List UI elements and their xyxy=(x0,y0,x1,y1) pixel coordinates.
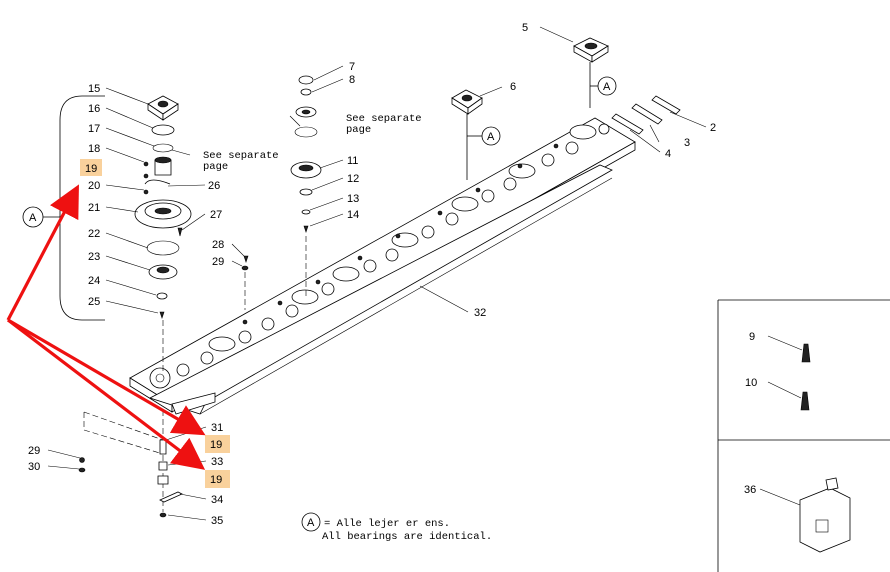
callout-36: 36 xyxy=(744,484,756,496)
callout-19-bottom: 19 xyxy=(210,474,222,486)
see-separate-note-1-line2: page xyxy=(346,124,371,136)
cutter-bar-assembly xyxy=(129,117,636,415)
legend-note: A = Alle lejer er ens. All bearings are … xyxy=(301,512,492,543)
callout-19-mid: 19 xyxy=(210,439,222,451)
callout-6: 6 xyxy=(510,81,516,93)
side-boxes xyxy=(717,299,890,572)
callout-4: 4 xyxy=(665,148,671,160)
callout-33: 33 xyxy=(211,456,223,468)
legend-line-2: All bearings are identical. xyxy=(322,531,492,543)
callout-19-top: 19 xyxy=(85,163,97,175)
callout-13: 13 xyxy=(347,193,359,205)
parts-2-to-6 xyxy=(451,37,681,180)
callout-16: 16 xyxy=(88,103,100,115)
callout-5: 5 xyxy=(522,22,528,34)
leader-lines xyxy=(43,26,803,521)
legend-marker: A xyxy=(307,517,315,529)
callout-25: 25 xyxy=(88,296,100,308)
bearing-housing-5 xyxy=(573,37,609,63)
callout-27: 27 xyxy=(210,209,222,221)
callout-22: 22 xyxy=(88,228,100,240)
callout-2: 2 xyxy=(710,122,716,134)
callout-12: 12 xyxy=(347,173,359,185)
callout-14: 14 xyxy=(347,209,359,221)
callout-3: 3 xyxy=(684,137,690,149)
callout-21: 21 xyxy=(88,202,100,214)
callout-35: 35 xyxy=(211,515,223,527)
callout-8: 8 xyxy=(349,74,355,86)
callout-15: 15 xyxy=(88,83,100,95)
callout-32: 32 xyxy=(474,307,486,319)
bearing-housing-6 xyxy=(451,89,483,115)
marker-a-2: A xyxy=(487,131,495,143)
callout-29-low: 29 xyxy=(28,445,40,457)
callout-30: 30 xyxy=(28,461,40,473)
callout-17: 17 xyxy=(88,123,100,135)
callout-10: 10 xyxy=(745,377,757,389)
callout-9: 9 xyxy=(749,331,755,343)
callout-24: 24 xyxy=(88,275,100,287)
parts-29-to-35 xyxy=(78,410,183,518)
callout-28: 28 xyxy=(212,239,224,251)
highlight-box-19-top xyxy=(80,159,102,176)
highlight-box-19-mid xyxy=(205,435,230,453)
marker-a-3: A xyxy=(29,212,37,224)
callout-29-mid: 29 xyxy=(212,256,224,268)
callout-26: 26 xyxy=(208,180,220,192)
highlight-box-19-bottom xyxy=(205,470,230,488)
see-separate-note-2-line1: See separate xyxy=(203,150,279,162)
red-arrows xyxy=(6,184,206,470)
legend-line-1: = Alle lejer er ens. xyxy=(324,518,450,530)
callout-23: 23 xyxy=(88,251,100,263)
parts-28-29 xyxy=(241,255,249,310)
callout-20: 20 xyxy=(88,180,100,192)
callout-7: 7 xyxy=(349,61,355,73)
parts-15-to-25 xyxy=(22,95,192,372)
parts-7-to-14 xyxy=(290,75,322,296)
see-separate-note-1-line1: See separate xyxy=(346,113,422,125)
callout-34: 34 xyxy=(211,494,223,506)
see-separate-note-2-line2: page xyxy=(203,161,228,173)
callout-31: 31 xyxy=(211,422,223,434)
bolt-dots xyxy=(242,143,559,325)
marker-a-1: A xyxy=(603,81,611,93)
callout-labels: 2 3 4 5 6 7 8 11 12 13 14 15 16 17 18 19… xyxy=(28,22,757,527)
callout-11: 11 xyxy=(347,155,358,167)
callout-18: 18 xyxy=(88,143,100,155)
